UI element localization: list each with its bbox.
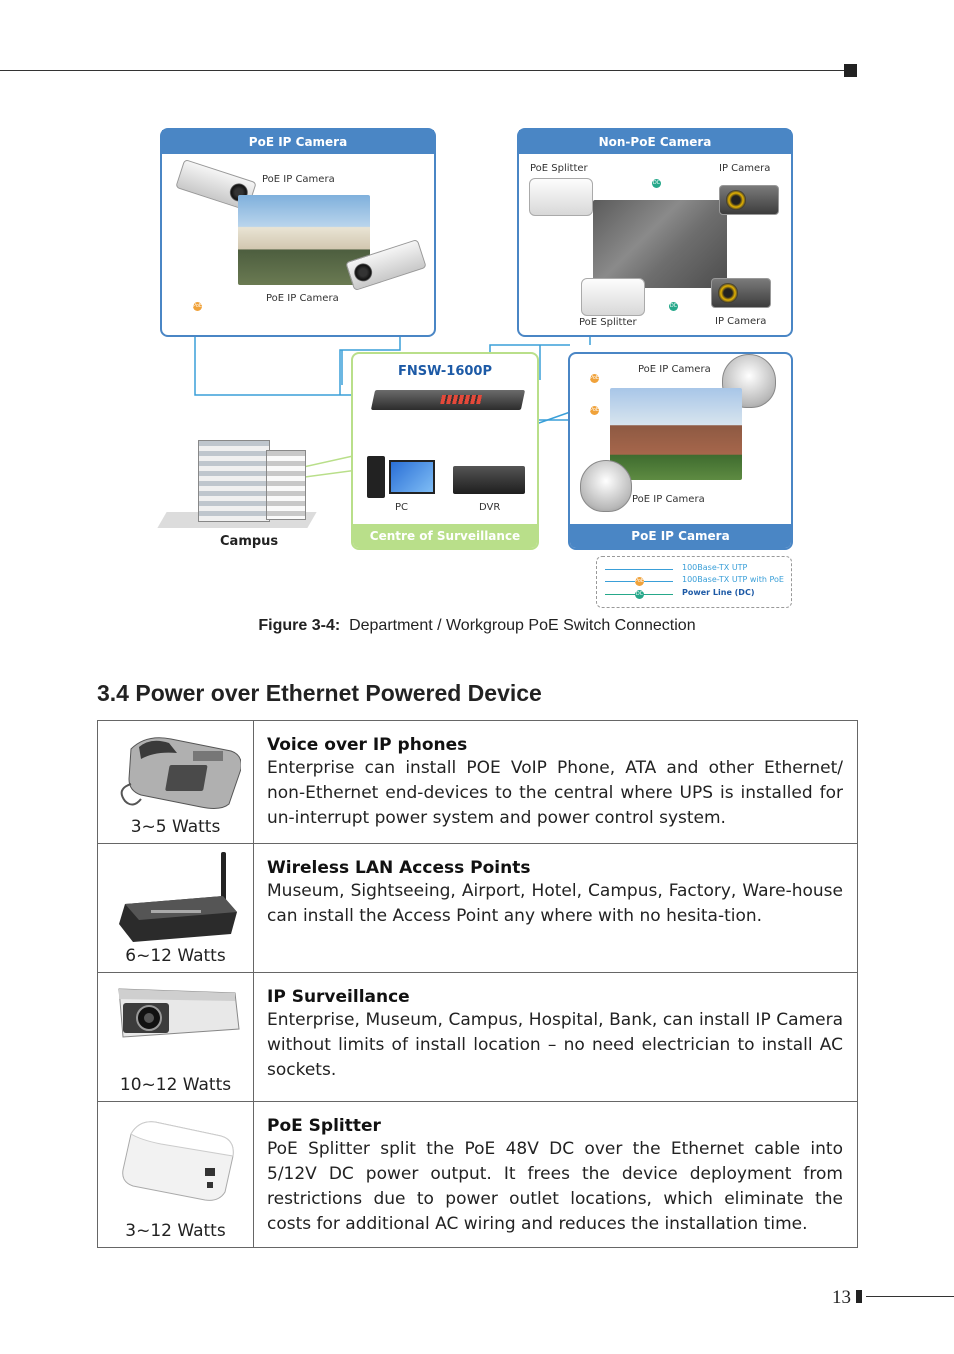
pc-tower-icon (367, 456, 385, 498)
device-image-cell: 10~12 Watts (97, 972, 254, 1102)
access-point-icon (118, 852, 237, 942)
legend-utp-poe: 100Base-TX UTP with PoE (682, 575, 784, 584)
device-watts: 6~12 Watts (125, 946, 226, 966)
poe-badge: PoE (590, 374, 600, 383)
network-diagram: PoE IP Camera PoE IP Camera PoE IP Camer… (150, 120, 810, 615)
switch-name: FNSW-1600P (398, 364, 492, 379)
device-description: Enterprise can install POE VoIP Phone, A… (267, 758, 843, 828)
device-text-cell: Wireless LAN Access Points Museum, Sight… (253, 843, 858, 973)
header-rule (0, 70, 846, 71)
panel-title: Non-PoE Camera (519, 130, 791, 154)
table-row: 10~12 Watts IP Surveillance Enterprise, … (97, 972, 858, 1102)
pc-label: PC (395, 502, 409, 513)
panel-title: Centre of Surveillance (353, 524, 537, 548)
ip-camera-icon (117, 988, 240, 1038)
camera-label: PoE IP Camera (262, 174, 335, 185)
powered-device-table: 3~5 Watts Voice over IP phones Enterpris… (97, 720, 858, 1248)
device-image-cell: 3~5 Watts (97, 720, 254, 844)
dc-badge: DC (652, 179, 661, 188)
device-image-cell: 6~12 Watts (97, 843, 254, 973)
figure-caption: Figure 3-4: Department / Workgroup PoE S… (0, 617, 954, 635)
camera-label: IP Camera (715, 316, 767, 327)
dvr-icon (453, 466, 525, 494)
poe-badge: PoE (635, 577, 645, 586)
table-row: 3~12 Watts PoE Splitter PoE Splitter spl… (97, 1101, 858, 1248)
centre-of-surveillance-panel: FNSW-1600P PC DVR Centre of Surveillance (351, 352, 539, 550)
poe-badge: PoE (590, 406, 600, 415)
footer-bar (856, 1290, 862, 1303)
dc-badge: DC (669, 302, 678, 311)
campus-label: Campus (220, 534, 279, 549)
poe-badge: PoE (193, 302, 203, 311)
device-text-cell: PoE Splitter PoE Splitter split the PoE … (253, 1101, 858, 1248)
device-description: Museum, Sightseeing, Airport, Hotel, Cam… (267, 881, 843, 926)
diagram-legend: 100Base-TX UTP PoE 100Base-TX UTP with P… (596, 556, 792, 608)
device-text-cell: IP Surveillance Enterprise, Museum, Camp… (253, 972, 858, 1102)
poe-splitter-icon (529, 178, 593, 216)
splitter-label: PoE Splitter (530, 163, 588, 174)
poe-splitter-icon (581, 278, 645, 316)
poe-camera-panel-left: PoE IP Camera PoE IP Camera PoE IP Camer… (160, 128, 436, 337)
building-photo (610, 388, 742, 480)
camera-label: PoE IP Camera (632, 494, 705, 505)
ip-camera-icon (719, 185, 779, 215)
dvr-label: DVR (479, 502, 501, 513)
panel-title: PoE IP Camera (570, 524, 791, 548)
legend-utp: 100Base-TX UTP (682, 563, 748, 572)
device-image-cell: 3~12 Watts (97, 1101, 254, 1248)
device-title: Voice over IP phones (267, 735, 468, 755)
table-row: 6~12 Watts Wireless LAN Access Points Mu… (97, 843, 858, 973)
device-watts: 3~5 Watts (130, 817, 221, 837)
campus-building-icon (157, 440, 317, 535)
device-description: Enterprise, Museum, Campus, Hospital, Ba… (267, 1010, 843, 1080)
dc-badge: DC (635, 590, 644, 599)
legend-power: Power Line (DC) (682, 588, 755, 597)
poe-switch-icon (370, 390, 526, 410)
dome-camera-icon (580, 460, 632, 512)
section-title: 3.4 Power over Ethernet Powered Device (97, 680, 542, 706)
camera-label: PoE IP Camera (266, 293, 339, 304)
page-number: 13 (832, 1287, 851, 1308)
device-title: PoE Splitter (267, 1116, 381, 1136)
non-poe-camera-panel: Non-PoE Camera PoE Splitter IP Camera DC… (517, 128, 793, 337)
device-text-cell: Voice over IP phones Enterprise can inst… (253, 720, 858, 844)
table-row: 3~5 Watts Voice over IP phones Enterpris… (97, 720, 858, 844)
device-description: PoE Splitter split the PoE 48V DC over t… (267, 1139, 843, 1234)
device-title: IP Surveillance (267, 987, 410, 1007)
poe-camera-panel-right: PoE IP Camera PoE PoE PoE IP Camera PoE … (568, 352, 793, 550)
pc-monitor-icon (389, 460, 435, 494)
caption-label: Figure 3-4: (258, 617, 341, 634)
camera-label: PoE IP Camera (638, 364, 711, 375)
poe-splitter-icon (121, 1121, 234, 1201)
ip-camera-icon (711, 278, 771, 308)
voip-phone-icon (120, 737, 241, 809)
device-watts: 3~12 Watts (125, 1221, 226, 1241)
panel-title: PoE IP Camera (162, 130, 434, 154)
header-square (844, 64, 857, 77)
splitter-label: PoE Splitter (579, 317, 637, 328)
device-title: Wireless LAN Access Points (267, 858, 531, 878)
camera-label: IP Camera (719, 163, 771, 174)
device-watts: 10~12 Watts (119, 1075, 232, 1095)
footer-rule (866, 1296, 954, 1297)
caption-text: Department / Workgroup PoE Switch Connec… (349, 617, 696, 634)
parking-lot-photo (593, 200, 727, 288)
